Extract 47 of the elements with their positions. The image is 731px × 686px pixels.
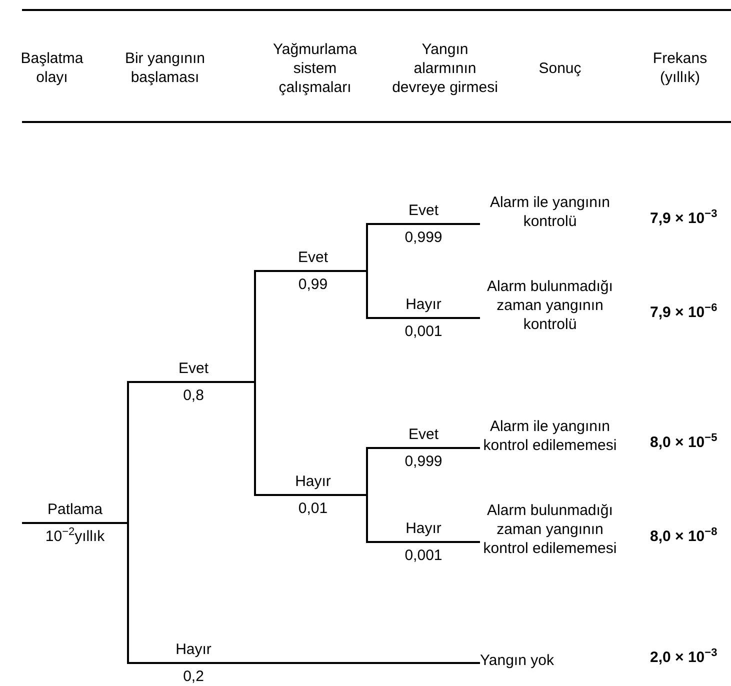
frequency-value: 7,9 × 10$^{−3}$ (650, 208, 718, 227)
tree-line (366, 223, 371, 272)
tree-line (254, 662, 480, 664)
branch-label: Evet (178, 359, 208, 378)
probability-value: 0,2 (183, 667, 204, 686)
tree-line (366, 270, 371, 319)
tree-line (475, 223, 480, 225)
branch-label: Hayır (295, 472, 331, 491)
column-header: Sonuç (538, 58, 582, 78)
tree-line (127, 522, 132, 664)
branch-label: Hayır (176, 640, 212, 659)
outcome-text: Alarm ile yangının kontrol edilememesi (480, 417, 620, 455)
column-header: Yağmurlama sistem çalışmaları (272, 40, 358, 96)
column-header: Bir yangının başlaması (124, 49, 206, 87)
tree-line (254, 381, 259, 496)
branch-label: Hayır (406, 519, 442, 538)
tree-line (366, 447, 371, 496)
frequency-value: 8,0 × 10$^{−5}$ (650, 432, 718, 451)
branch-label: Hayır (406, 295, 442, 314)
branch-label: Evet (408, 425, 438, 444)
frequency-value: 8,0 × 10$^{−8}$ (650, 526, 718, 545)
tree-line (475, 447, 480, 449)
frequency-value: 7,9 × 10$^{−6}$ (650, 302, 718, 321)
outcome-text: Alarm ile yangının kontrolü (480, 193, 620, 231)
probability-value: 0,01 (298, 499, 328, 518)
probability-value: 0,8 (183, 386, 204, 405)
branch-label: Evet (408, 201, 438, 220)
probability-value: 10$^{−2}$yıllık (45, 525, 105, 546)
tree-line (254, 270, 259, 383)
probability-value: 0,001 (404, 322, 442, 341)
probability-value: 0,99 (298, 275, 328, 294)
outcome-text: Alarm bulunmadığı zaman yangının kontrolü (480, 277, 620, 334)
column-header: Başlatma olayı (20, 49, 84, 87)
frequency-value: 2,0 × 10$^{−3}$ (650, 647, 718, 666)
probability-value: 0,999 (404, 228, 442, 247)
column-header: Frekans (yıllık) (652, 49, 708, 87)
tree-line (475, 317, 480, 319)
probability-value: 0,999 (404, 452, 442, 471)
branch-label: Patlama (47, 500, 103, 519)
tree-line (127, 381, 132, 524)
probability-value: 0,001 (404, 546, 442, 565)
tree-line (475, 541, 480, 543)
outcome-text: Alarm bulunmadığı zaman yangının kontrol edilememesi (480, 501, 620, 558)
outcome-text: Yangın yok (480, 651, 620, 670)
column-header: Yangın alarmının devreye girmesi (391, 40, 499, 96)
tree-line (366, 494, 371, 543)
branch-label: Evet (298, 248, 328, 267)
